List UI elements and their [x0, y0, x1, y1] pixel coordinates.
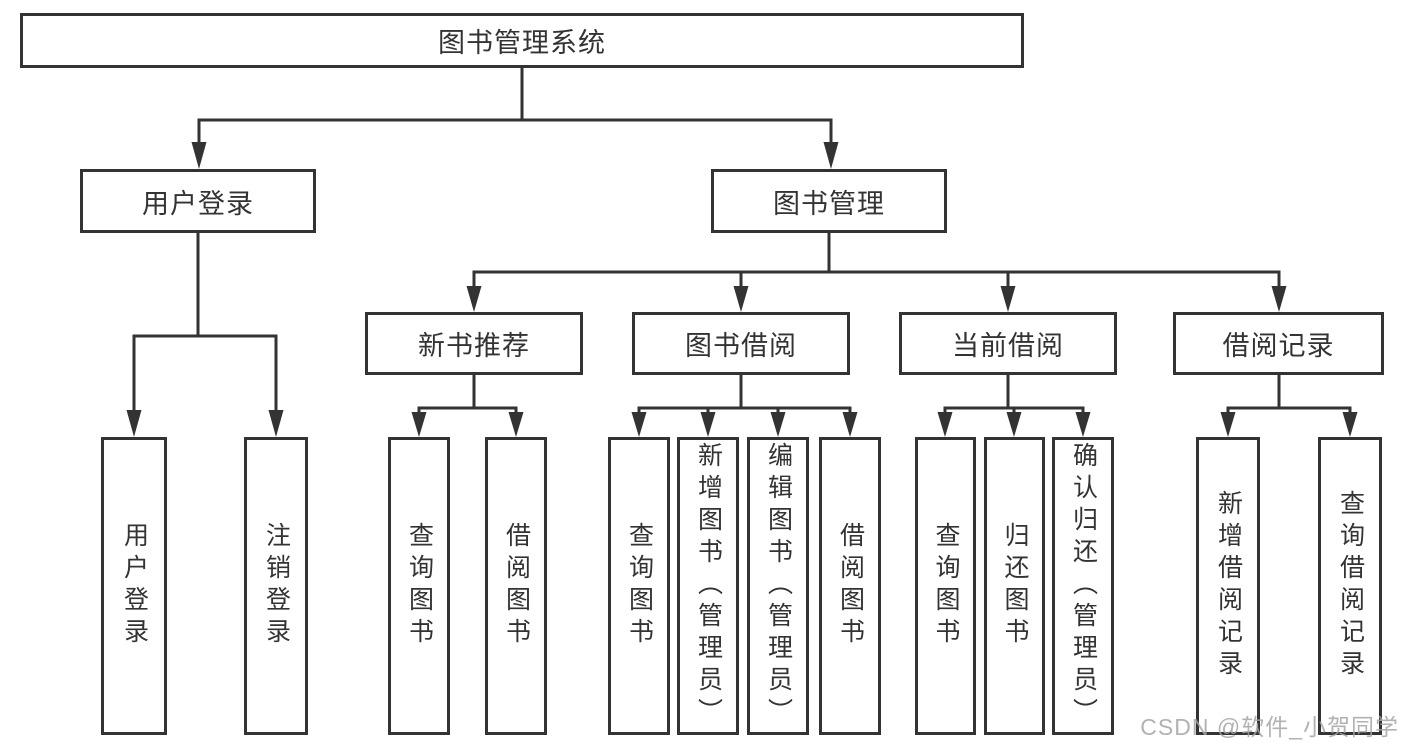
- connector-bookmgmt-to-level2: [466, 231, 1287, 312]
- node-leaf-query-books-current-label: 查询图书: [932, 522, 960, 650]
- node-leaf-add-borrow-record: 新增借阅记录: [1196, 437, 1260, 735]
- arrowhead-icon: [268, 410, 284, 437]
- arrowhead-icon: [1006, 412, 1022, 437]
- node-leaf-confirm-return-admin-label: 确认归还（管理员）: [1069, 442, 1098, 730]
- arrowhead-icon: [1342, 412, 1358, 437]
- node-leaf-user-login: 用户登录: [101, 437, 167, 735]
- node-leaf-add-books-admin: 新增图书（管理员）: [677, 437, 739, 735]
- arrowhead-icon: [733, 286, 749, 312]
- arrowhead-icon: [411, 412, 427, 437]
- node-borrowing-records: 借阅记录: [1173, 312, 1384, 375]
- node-book-borrowing-label: 图书借阅: [685, 331, 797, 361]
- arrowhead-icon: [1075, 412, 1091, 437]
- node-user-login-group-label: 用户登录: [142, 188, 254, 219]
- node-leaf-add-borrow-record-label: 新增借阅记录: [1214, 490, 1243, 682]
- node-leaf-confirm-return-admin: 确认归还（管理员）: [1052, 437, 1114, 735]
- connector-current-to-leaves: [937, 374, 1091, 437]
- arrowhead-icon: [842, 412, 858, 437]
- node-leaf-borrow-books-borrowing: 借阅图书: [819, 437, 881, 735]
- node-root: 图书管理系统: [20, 13, 1024, 68]
- node-leaf-query-books-recommend: 查询图书: [388, 437, 450, 735]
- connector-recommend-to-leaves: [411, 374, 524, 437]
- arrowhead-icon: [631, 412, 647, 437]
- node-leaf-query-books-borrowing-label: 查询图书: [625, 522, 654, 650]
- node-leaf-query-borrow-record-label: 查询借阅记录: [1336, 490, 1365, 682]
- node-leaf-edit-books-admin-label: 编辑图书（管理员）: [764, 442, 793, 730]
- node-current-borrowing: 当前借阅: [899, 312, 1117, 375]
- arrowhead-icon: [1000, 286, 1016, 312]
- node-leaf-query-books-recommend-label: 查询图书: [405, 522, 434, 650]
- node-new-book-recommend-label: 新书推荐: [418, 331, 530, 361]
- node-current-borrowing-label: 当前借阅: [952, 331, 1064, 361]
- connector-borrowing-to-leaves: [631, 374, 858, 437]
- arrowhead-icon: [823, 142, 839, 169]
- node-leaf-borrow-books-borrowing-label: 借阅图书: [836, 522, 865, 650]
- node-leaf-logout-label: 注销登录: [262, 522, 291, 650]
- arrowhead-icon: [126, 410, 142, 437]
- arrowhead-icon: [937, 412, 953, 437]
- node-user-login-group: 用户登录: [80, 169, 316, 233]
- node-leaf-return-books-label: 归还图书: [1001, 522, 1029, 650]
- node-leaf-query-books-current: 查询图书: [915, 437, 976, 735]
- watermark: CSDN @软件_小贺同学: [1140, 714, 1399, 740]
- node-leaf-user-login-label: 用户登录: [120, 522, 149, 650]
- node-leaf-logout: 注销登录: [244, 437, 308, 735]
- node-book-management: 图书管理: [711, 169, 947, 233]
- node-leaf-return-books: 归还图书: [984, 437, 1045, 735]
- arrowhead-icon: [508, 412, 524, 437]
- node-book-management-label: 图书管理: [773, 188, 885, 219]
- node-root-label: 图书管理系统: [438, 28, 606, 58]
- node-new-book-recommend: 新书推荐: [365, 312, 583, 375]
- node-leaf-borrow-books-recommend: 借阅图书: [485, 437, 547, 735]
- node-borrowing-records-label: 借阅记录: [1222, 331, 1335, 361]
- connector-userlogin-to-leaves: [126, 231, 284, 437]
- node-book-borrowing: 图书借阅: [632, 312, 850, 375]
- arrowhead-icon: [1271, 286, 1287, 312]
- arrowhead-icon: [191, 142, 207, 169]
- connector-root-to-level1: [191, 67, 839, 169]
- node-leaf-edit-books-admin: 编辑图书（管理员）: [747, 437, 809, 735]
- node-leaf-add-books-admin-label: 新增图书（管理员）: [694, 442, 723, 730]
- node-leaf-query-borrow-record: 查询借阅记录: [1318, 437, 1382, 735]
- arrowhead-icon: [466, 286, 482, 312]
- node-leaf-query-books-borrowing: 查询图书: [608, 437, 670, 735]
- connector-records-to-leaves: [1220, 374, 1358, 437]
- arrowhead-icon: [700, 412, 716, 437]
- node-leaf-borrow-books-recommend-label: 借阅图书: [502, 522, 531, 650]
- arrowhead-icon: [770, 412, 786, 437]
- arrowhead-icon: [1220, 412, 1236, 437]
